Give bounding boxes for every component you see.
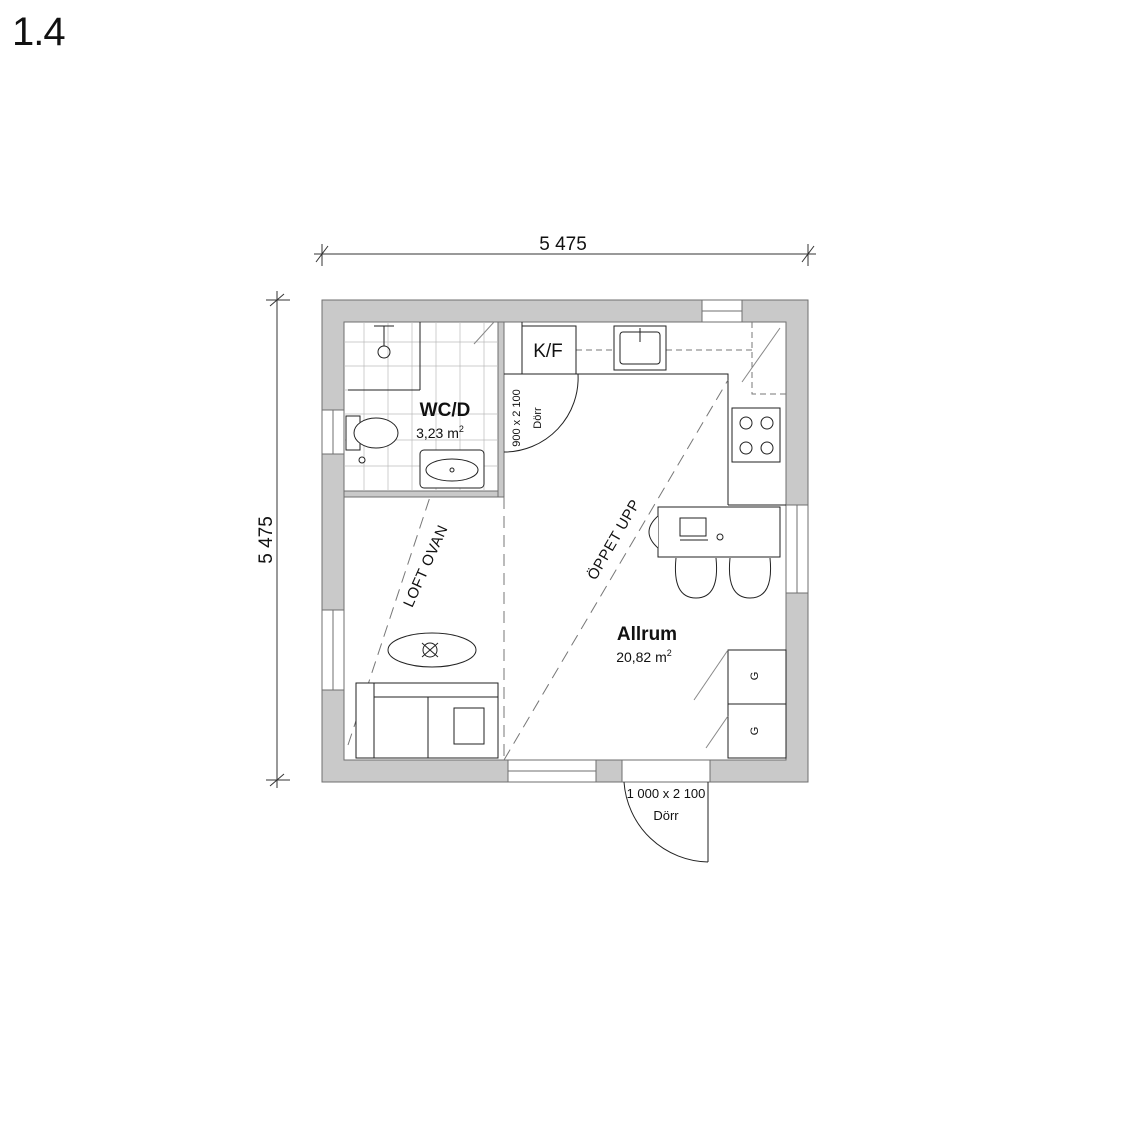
appliance-label-2: G (749, 727, 761, 736)
living-room-name: Allrum (617, 624, 677, 645)
interior-door-size: 900 x 2 100 (511, 389, 523, 447)
width-dimension-label: 5 475 (539, 234, 587, 255)
dining-table (648, 506, 781, 599)
bathroom-area: 3,23 m2 (416, 424, 464, 441)
height-dimension-label: 5 475 (256, 516, 277, 564)
entrance-door (621, 759, 711, 863)
sofa (355, 682, 499, 759)
kitchen-sink (613, 325, 667, 371)
entrance-door-size: 1 000 x 2 100 (627, 786, 706, 801)
interior-door-label: Dörr (532, 407, 544, 429)
appliance-label-1: G (749, 672, 761, 681)
living-room-area: 20,82 m2 (616, 648, 672, 665)
width-dimension (314, 244, 816, 266)
bathroom-name: WC/D (420, 400, 471, 421)
storage-cabinets (693, 649, 787, 759)
shower-area (348, 321, 495, 391)
bathroom-walls (343, 321, 505, 498)
rug (387, 632, 477, 668)
bathroom-sink (358, 449, 485, 489)
stove (731, 407, 781, 463)
living-room-area-unit: 2 (667, 648, 672, 658)
loft-above-label: LOFT OVAN (400, 522, 451, 609)
bathroom-area-unit: 2 (459, 424, 464, 434)
toilet (345, 415, 399, 451)
open-above-label: ÖPPET UPP (583, 496, 644, 583)
entrance-door-label: Dörr (653, 808, 679, 823)
fridge-freezer-label: K/F (533, 341, 563, 362)
fridge-freezer (521, 325, 577, 375)
windows (321, 299, 809, 783)
sheet-number: 1.4 (12, 10, 66, 54)
height-dimension (266, 291, 290, 788)
